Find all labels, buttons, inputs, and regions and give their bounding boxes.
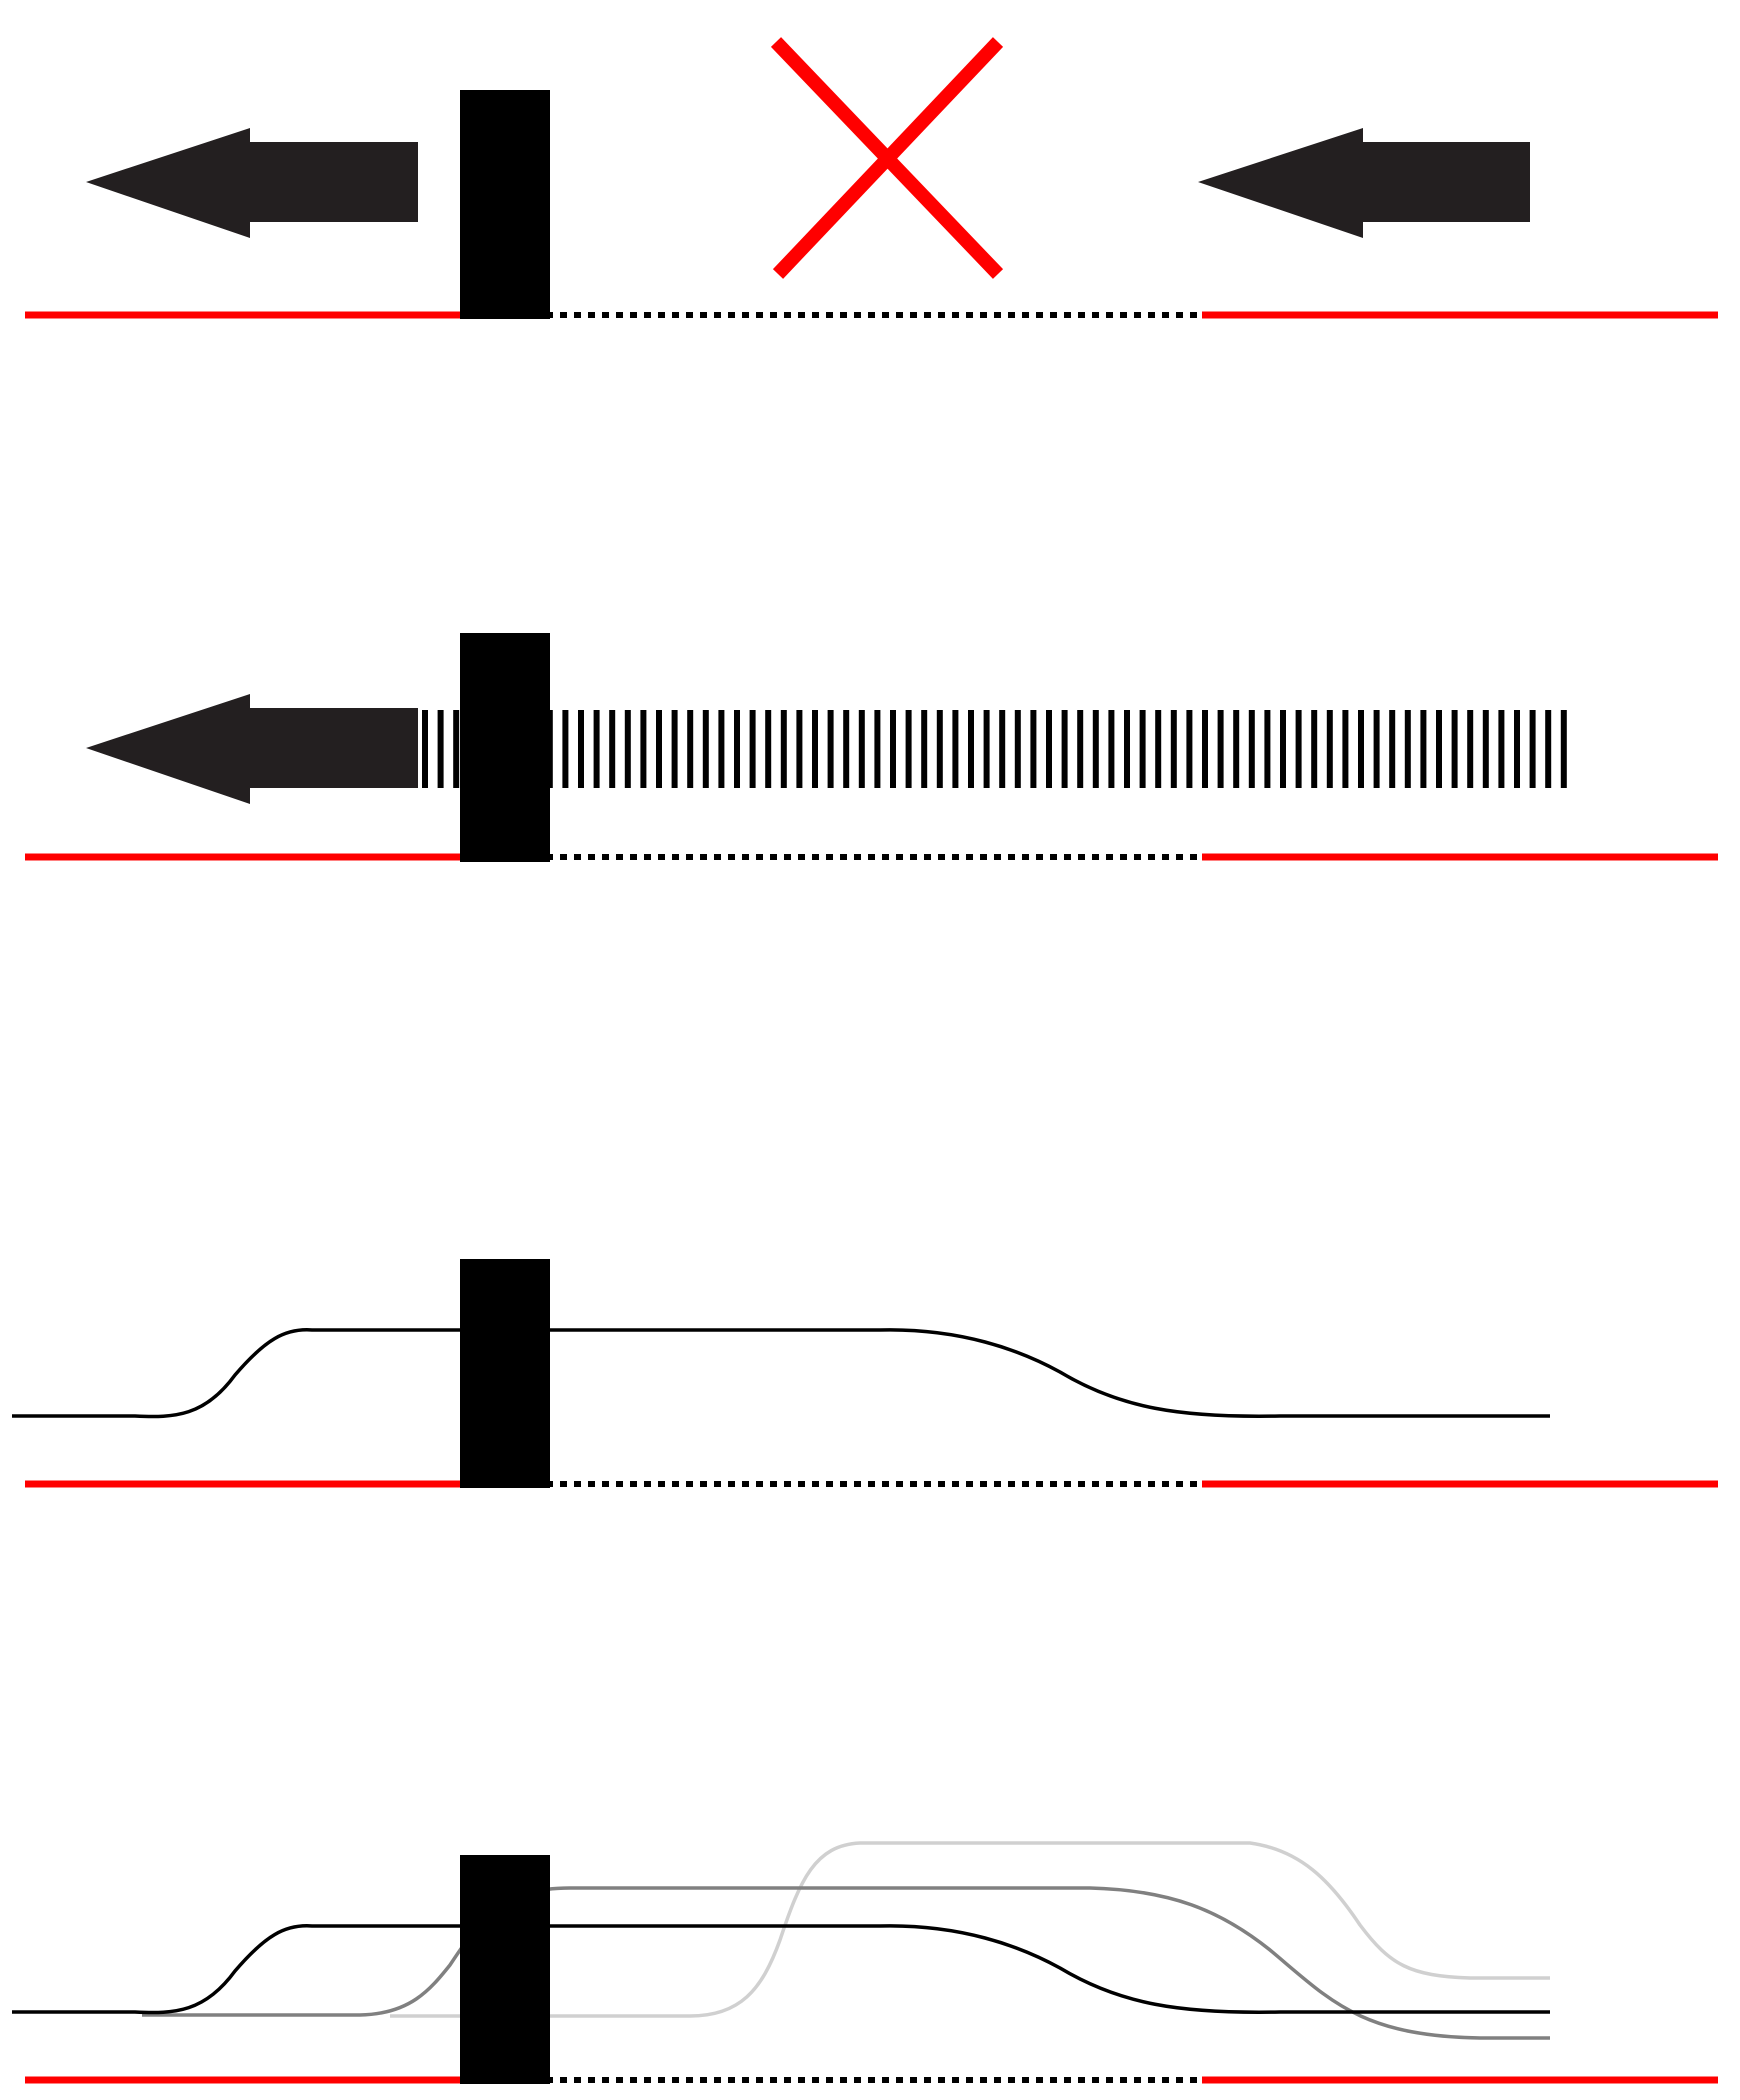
stripe (983, 710, 990, 788)
block (460, 1855, 550, 2084)
stripe (796, 710, 803, 788)
stripe (968, 710, 974, 788)
stripe (1264, 710, 1271, 788)
stripe (1077, 710, 1084, 788)
stripe (1139, 710, 1146, 788)
stripe (1233, 710, 1240, 788)
stripe (687, 710, 694, 788)
wave-profile-middle (142, 1886, 1550, 2040)
stripe (1342, 710, 1349, 788)
stripe (1061, 710, 1068, 788)
panel-2 (25, 633, 1718, 862)
stripe (1482, 710, 1489, 788)
stripe (624, 710, 631, 788)
stripe (1389, 710, 1396, 788)
cross-icon (770, 37, 1004, 279)
block (460, 1259, 550, 1488)
wave-profile (12, 1328, 1550, 1419)
stripe (609, 710, 616, 788)
panel-3 (12, 1259, 1718, 1488)
stripe (1217, 710, 1224, 788)
stripe (890, 710, 896, 788)
stripe (1014, 710, 1021, 788)
stripe (671, 710, 678, 788)
stripe (905, 710, 912, 788)
stripe (422, 710, 428, 788)
stripe (593, 710, 600, 788)
stripe (437, 710, 444, 788)
stripe (702, 710, 709, 788)
stripe (858, 710, 865, 788)
stripe (1030, 710, 1037, 788)
stripe (874, 710, 881, 788)
stripe (1248, 710, 1255, 788)
stripe (1404, 710, 1411, 788)
stripe (562, 710, 569, 788)
panel-1 (25, 37, 1718, 319)
stripe (765, 710, 772, 788)
stripe (1124, 710, 1130, 788)
stripe (1155, 710, 1162, 788)
stripe (1467, 710, 1474, 788)
stripe (1373, 710, 1380, 788)
wave-profile-back (390, 1841, 1550, 2018)
stripe (1514, 710, 1520, 788)
stripe (1451, 710, 1458, 788)
stripe (780, 710, 787, 788)
stripe (936, 710, 943, 788)
stripe (749, 710, 756, 788)
stripe (1092, 710, 1099, 788)
stripe (827, 710, 834, 788)
stripe (921, 710, 928, 788)
stripe (1311, 710, 1318, 788)
wave-profile-front (12, 1924, 1550, 2015)
striped-bar (422, 710, 1567, 788)
stripe (1202, 710, 1208, 788)
stripe (718, 710, 725, 788)
stripe (1108, 710, 1115, 788)
stripe (1046, 710, 1052, 788)
stripe (952, 710, 959, 788)
stripe (453, 710, 460, 788)
stripe (1560, 710, 1567, 788)
stripe (1295, 710, 1302, 788)
stripe (640, 710, 647, 788)
left-arrow-icon (86, 694, 418, 804)
stripe (843, 710, 850, 788)
stripe (1545, 710, 1552, 788)
stripe (1326, 710, 1333, 788)
stripe (999, 710, 1006, 788)
left-arrow-icon-right (1198, 128, 1530, 238)
left-arrow-icon (86, 128, 418, 238)
block (460, 90, 550, 319)
stripe (734, 710, 740, 788)
stripe (1498, 710, 1505, 788)
block (460, 633, 550, 862)
stripe (1186, 710, 1193, 788)
stripe (1170, 710, 1177, 788)
stripe (812, 710, 818, 788)
stripe (1280, 710, 1286, 788)
stripe (1529, 710, 1536, 788)
stripe (1420, 710, 1427, 788)
stripe (1358, 710, 1364, 788)
panel-4 (12, 1841, 1718, 2084)
stripe (578, 710, 584, 788)
stripe (656, 710, 662, 788)
stripe (1436, 710, 1442, 788)
